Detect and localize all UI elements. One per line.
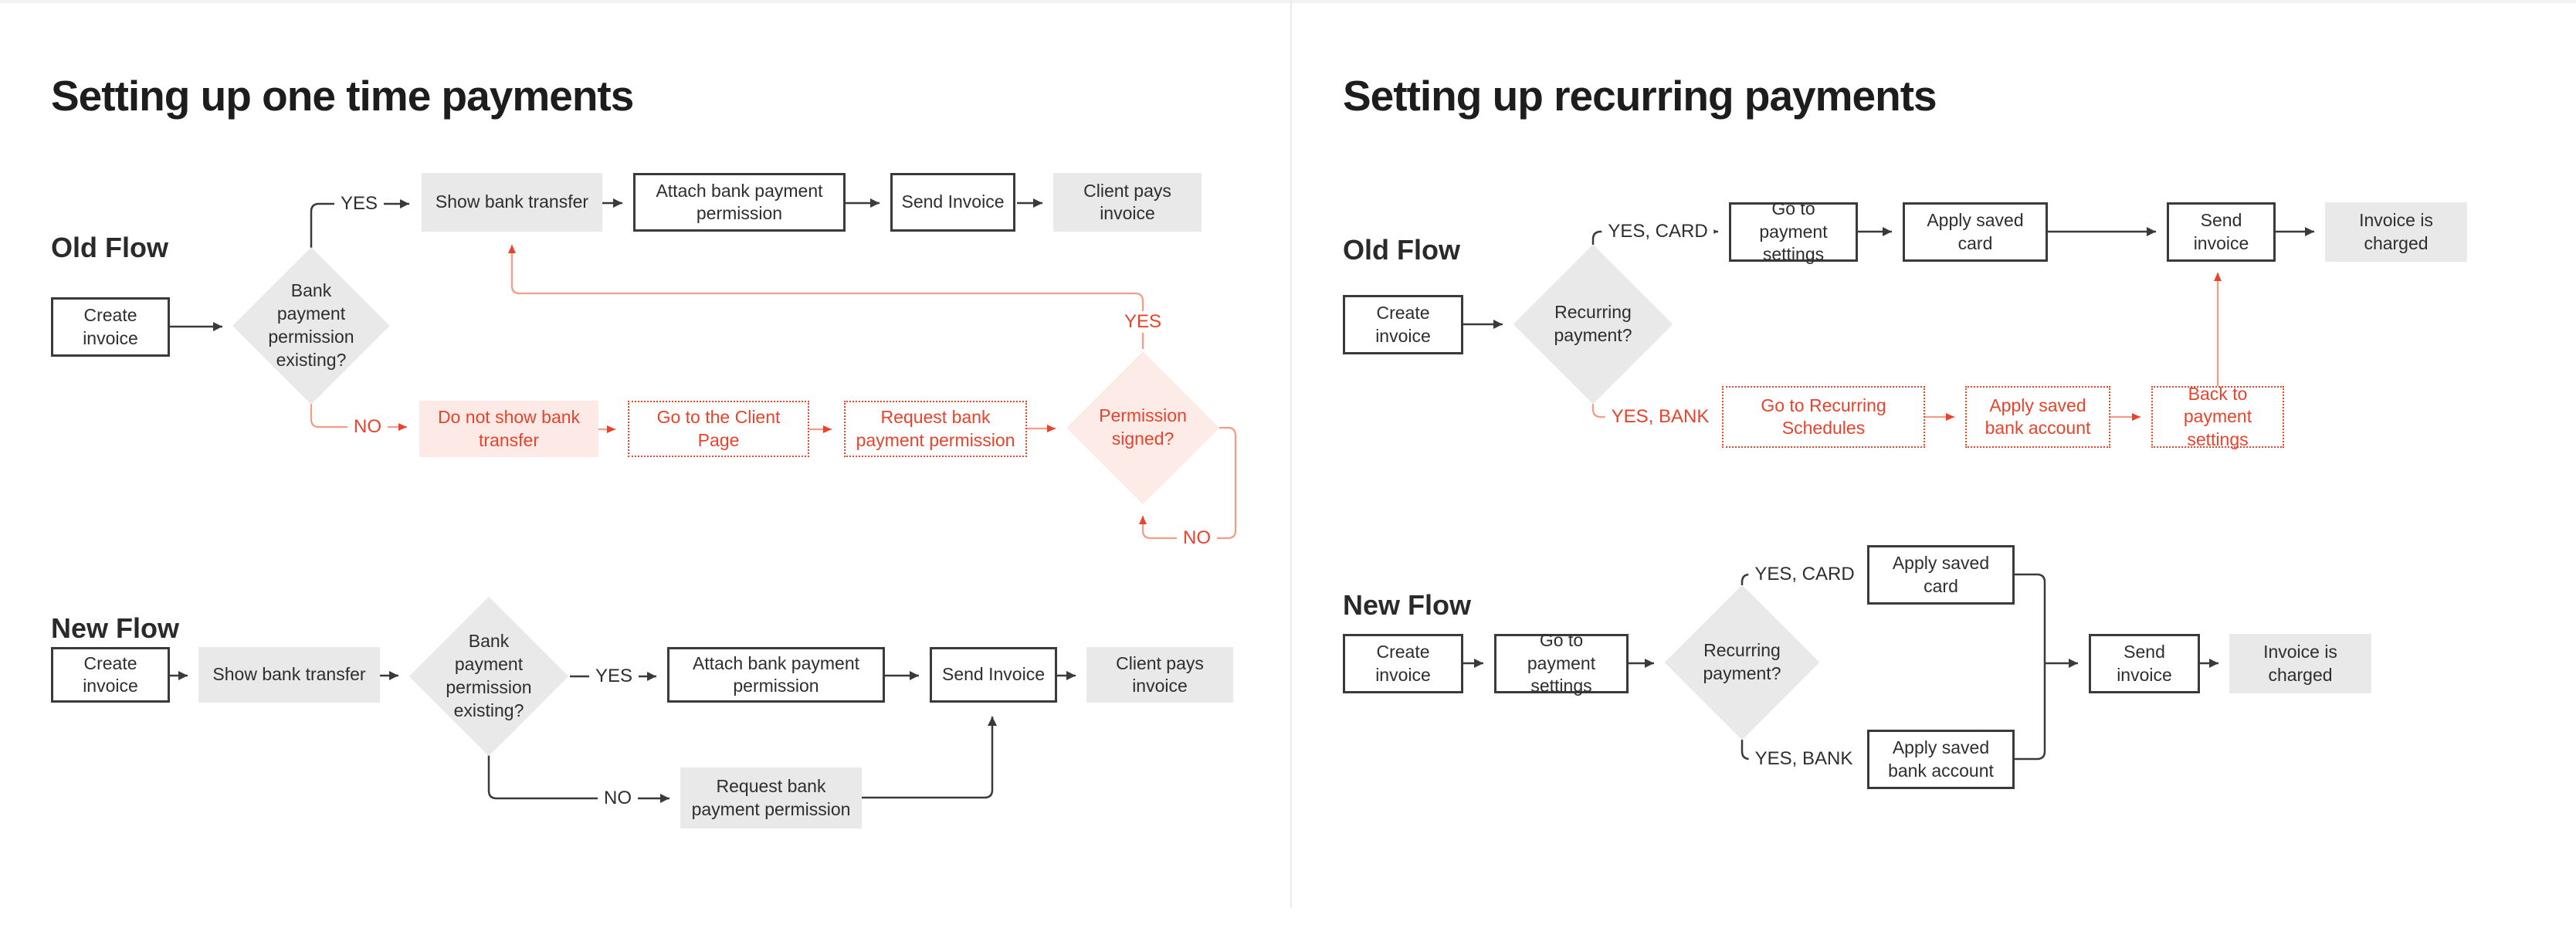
rc-new-go-payment-settings-node[interactable]: Go to payment settings	[1494, 630, 1629, 696]
ot-old-yes-label: YES	[334, 193, 385, 215]
rc-new-apply-saved-card-node[interactable]: Apply saved card	[1867, 545, 2015, 605]
rc-old-invoice-charged-node[interactable]: Invoice is charged	[2325, 202, 2467, 262]
decision-label: Permission signed?	[1099, 405, 1187, 449]
one-time-new-flow-label[interactable]: New Flow	[51, 612, 180, 644]
rc-new-apply-saved-bank-node[interactable]: Apply saved bank account	[1867, 730, 2015, 789]
node-label: Invoice is charged	[2359, 210, 2433, 253]
node-label: Request bank payment permission	[691, 776, 851, 819]
node-label: Do not show bank transfer	[437, 407, 581, 450]
ot-old-signed-yes-label: YES	[1117, 311, 1168, 333]
rc-old-yes-bank-label: YES, BANK	[1605, 406, 1716, 428]
node-label: Send Invoice	[901, 191, 1005, 212]
ot-old-attach-permission-node[interactable]: Attach bank payment permission	[633, 173, 846, 232]
ot-old-signed-no-label: NO	[1177, 527, 1217, 549]
ot-new-client-pays-node[interactable]: Client pays invoice	[1086, 647, 1233, 703]
ot-new-show-bank-transfer-node[interactable]: Show bank transfer	[198, 647, 380, 703]
rc-old-go-recurring-schedules-node[interactable]: Go to Recurring Schedules	[1722, 386, 1925, 448]
node-label: Show bank transfer	[212, 664, 366, 685]
node-label: Apply saved bank account	[1985, 395, 2091, 438]
node-label: Apply saved bank account	[1888, 737, 1994, 781]
node-label: Apply saved card	[1927, 210, 2024, 253]
canvas-top-edge	[0, 0, 2576, 3]
ot-new-send-invoice-node[interactable]: Send Invoice	[930, 647, 1057, 703]
ot-old-send-invoice-node[interactable]: Send Invoice	[890, 173, 1015, 232]
node-label: Go to the Client Page	[656, 407, 781, 450]
node-label: Create invoice	[1375, 303, 1431, 346]
decision-label: Recurring payment?	[1554, 302, 1632, 345]
node-label: Create invoice	[1375, 642, 1431, 685]
one-time-title[interactable]: Setting up one time payments	[51, 72, 634, 120]
node-label: Invoice is charged	[2263, 642, 2337, 685]
ot-new-yes-label: YES	[588, 666, 639, 687]
decision-label: Bank payment permission existing?	[446, 631, 532, 720]
recurring-old-flow-label[interactable]: Old Flow	[1343, 234, 1460, 266]
rc-old-back-to-payment-node[interactable]: Back to payment settings	[2151, 383, 2284, 449]
node-label: Go to Recurring Schedules	[1761, 395, 1886, 438]
rc-new-yes-card-label: YES, CARD	[1748, 564, 1861, 585]
red-connectors	[310, 245, 2222, 540]
rc-old-yes-card-label: YES, CARD	[1602, 221, 1714, 242]
ot-old-do-not-show-node[interactable]: Do not show bank transfer	[419, 401, 598, 457]
node-label: Apply saved card	[1892, 553, 1990, 596]
ot-new-request-permission-node[interactable]: Request bank payment permission	[680, 767, 862, 828]
rc-old-create-invoice-node[interactable]: Create invoice	[1343, 295, 1463, 354]
ot-old-go-client-page-node[interactable]: Go to the Client Page	[628, 401, 809, 457]
node-label: Client pays invoice	[1116, 652, 1204, 696]
recurring-title[interactable]: Setting up recurring payments	[1343, 72, 1937, 120]
ot-old-no-label: NO	[347, 416, 388, 438]
rc-old-send-invoice-node[interactable]: Send invoice	[2167, 202, 2276, 262]
rc-new-create-invoice-node[interactable]: Create invoice	[1343, 634, 1463, 693]
rc-new-send-invoice-node[interactable]: Send invoice	[2089, 634, 2200, 693]
rc-old-apply-saved-bank-node[interactable]: Apply saved bank account	[1965, 386, 2110, 448]
one-time-old-flow-label[interactable]: Old Flow	[51, 232, 168, 263]
ot-old-show-bank-transfer-node[interactable]: Show bank transfer	[422, 173, 602, 232]
ot-new-attach-permission-node[interactable]: Attach bank payment permission	[667, 647, 885, 703]
ot-new-create-invoice-node[interactable]: Create invoice	[51, 647, 170, 703]
node-label: Attach bank payment permission	[692, 652, 860, 696]
recurring-new-flow-label[interactable]: New Flow	[1343, 589, 1472, 621]
node-label: Create invoice	[83, 305, 138, 348]
node-label: Create invoice	[83, 652, 138, 696]
ot-old-request-permission-node[interactable]: Request bank payment permission	[844, 401, 1027, 457]
node-label: Go to payment settings	[1527, 630, 1596, 696]
rc-old-go-payment-settings-node[interactable]: Go to payment settings	[1729, 198, 1858, 264]
ot-old-client-pays-node[interactable]: Client pays invoice	[1053, 173, 1202, 232]
rc-new-invoice-charged-node[interactable]: Invoice is charged	[2229, 634, 2371, 693]
panel-divider	[1290, 0, 1292, 908]
node-label: Attach bank payment permission	[656, 180, 823, 223]
decision-label: Bank payment permission existing?	[268, 280, 354, 370]
node-label: Back to payment settings	[2183, 383, 2252, 449]
rc-old-apply-saved-card-node[interactable]: Apply saved card	[1903, 202, 2048, 262]
decision-label: Recurring payment?	[1703, 640, 1781, 683]
node-label: Client pays invoice	[1083, 180, 1171, 223]
ot-old-create-invoice-node[interactable]: Create invoice	[51, 297, 170, 357]
node-label: Send invoice	[2117, 642, 2172, 685]
rc-new-yes-bank-label: YES, BANK	[1748, 748, 1859, 770]
node-label: Send Invoice	[942, 664, 1045, 685]
node-label: Send invoice	[2193, 210, 2249, 253]
node-label: Show bank transfer	[435, 191, 589, 212]
node-label: Request bank payment permission	[856, 407, 1015, 450]
node-label: Go to payment settings	[1759, 198, 1828, 265]
ot-new-no-label: NO	[598, 788, 638, 809]
